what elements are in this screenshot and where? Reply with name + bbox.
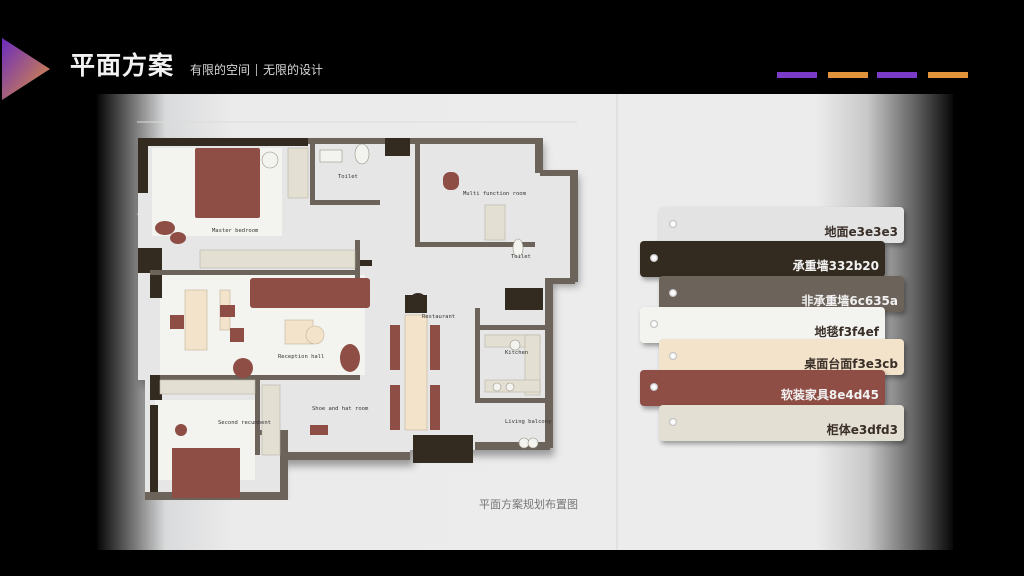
deco-bar-2 [828, 72, 868, 78]
swatch-label: 柜体e3dfd3 [826, 423, 898, 437]
page-subtitle: 有限的空间无限的设计 [190, 61, 323, 78]
swatch-hole [650, 320, 658, 328]
color-swatch: 承重墙332b20 [640, 241, 885, 277]
swatch-hole [669, 220, 677, 228]
bathroom-fixtures [261, 143, 539, 449]
deco-bar-3 [877, 72, 917, 78]
label-reception-hall: Reception hall [278, 354, 324, 360]
label-multi-function-room: Multi function room [463, 191, 527, 197]
label-second-recumbent: Second recumbent [218, 420, 271, 426]
swatch-hole [669, 418, 677, 426]
color-swatch: 非承重墙6c635a [659, 276, 904, 312]
subtitle-divider [256, 64, 258, 76]
swatch-hole [650, 383, 658, 391]
label-shoe-hat-room: Shoe and hat room [312, 406, 369, 412]
floor-plan: Master bedroom Toilet Multi function roo… [138, 138, 578, 500]
color-swatch: 地面e3e3e3 [659, 207, 904, 243]
soft-furniture [155, 148, 459, 498]
page-title: 平面方案 [70, 51, 175, 80]
label-restaurant: Restaurant [422, 314, 455, 320]
deco-bar-1 [777, 72, 817, 78]
swatch-hole [669, 289, 677, 297]
swatch-hole [650, 254, 658, 262]
side-table [305, 325, 325, 345]
cabinets [159, 147, 541, 456]
swatch-label: 非承重墙6c635a [801, 294, 898, 308]
deco-bar-4 [928, 72, 968, 78]
swatch-label: 承重墙332b20 [792, 259, 879, 273]
column-round [409, 293, 427, 311]
swatch-label: 桌面台面f3e3cb [804, 357, 898, 371]
color-swatch: 柜体e3dfd3 [659, 405, 904, 441]
swatch-hole [669, 352, 677, 360]
label-master-bedroom: Master bedroom [212, 228, 259, 234]
color-swatch: 软装家具8e4d45 [640, 370, 885, 406]
subtitle-part-1: 有限的空间 [190, 63, 251, 77]
label-living-balcony: Living balcony [505, 419, 552, 425]
swatch-label: 软装家具8e4d45 [780, 388, 879, 402]
label-toilet-2: Toilet [511, 254, 531, 260]
label-kitchen: Kitchen [505, 350, 528, 356]
play-arrow-icon [2, 38, 50, 100]
swatch-label: 地面e3e3e3 [824, 225, 898, 239]
color-swatch: 地毯f3f4ef [640, 307, 885, 343]
subtitle-part-2: 无限的设计 [263, 63, 324, 77]
plan-caption: 平面方案规划布置图 [479, 498, 578, 511]
swatch-label: 地毯f3f4ef [814, 325, 879, 339]
label-toilet-1: Toilet [338, 174, 358, 180]
color-swatch: 桌面台面f3e3cb [659, 339, 904, 375]
